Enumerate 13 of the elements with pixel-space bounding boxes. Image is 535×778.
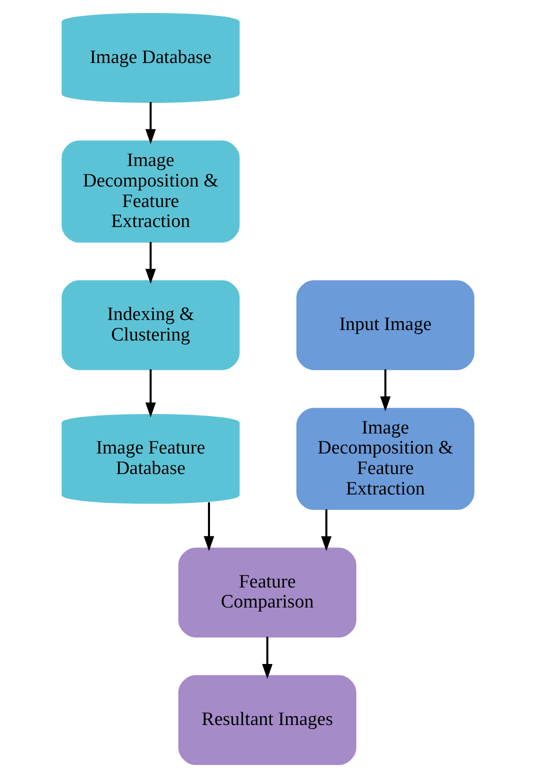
arrow: [144, 242, 156, 284]
node-box: Resultant Images: [178, 675, 356, 765]
node-box: Indexing & Clustering: [61, 280, 240, 370]
arrow: [203, 502, 214, 552]
arrow: [144, 369, 156, 418]
node-box: Feature Comparison: [178, 548, 356, 638]
arrow: [320, 509, 332, 552]
arrow: [380, 369, 390, 412]
node-box: Image Decomposition & Feature Extraction: [296, 408, 474, 510]
node-box: Image Decomposition & Feature Extraction: [61, 140, 240, 243]
node-box: Input Image: [296, 280, 474, 370]
arrow: [144, 102, 156, 144]
arrow: [262, 636, 272, 679]
